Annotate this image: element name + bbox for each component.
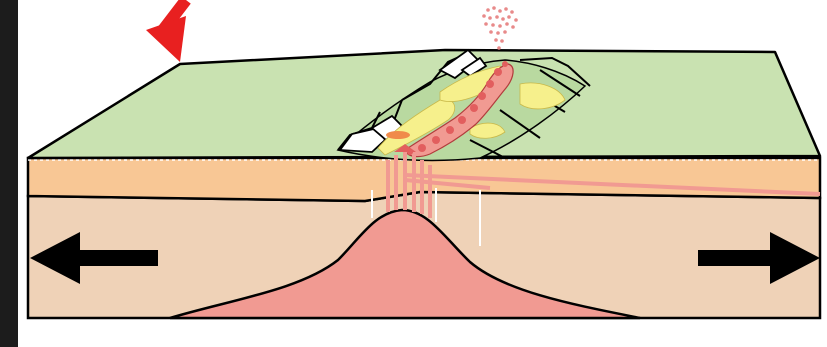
magma-lens xyxy=(386,131,410,139)
